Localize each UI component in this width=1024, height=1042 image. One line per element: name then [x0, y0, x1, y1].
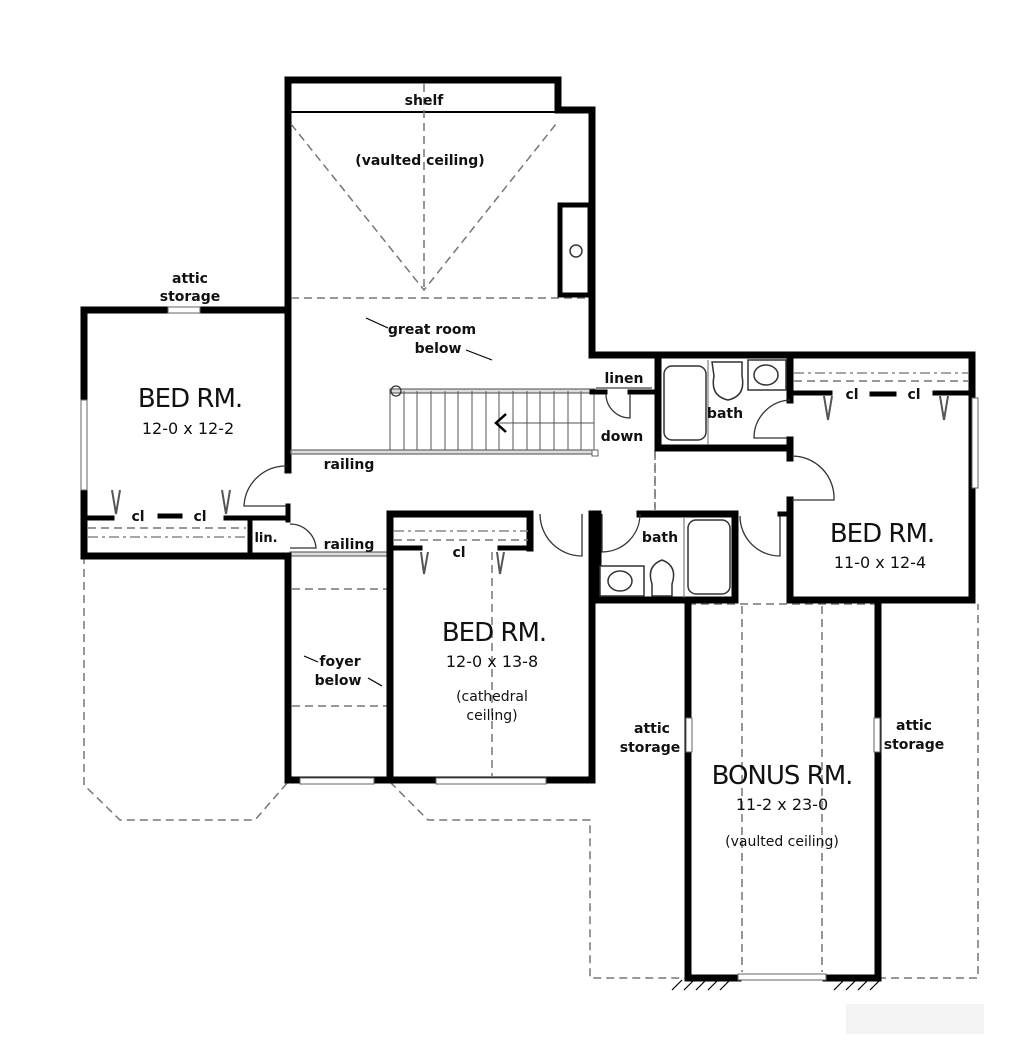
down-label: down: [601, 429, 644, 445]
bonus-rm-ceiling: (vaulted ceiling): [725, 834, 839, 850]
bed-rm-center-walls: [386, 510, 596, 785]
bonus-rm-title: BONUS RM.: [712, 761, 853, 791]
bed-rm-east-walls: [786, 351, 979, 604]
bed-rm-east-dimensions: 11-0 x 12-4: [834, 553, 926, 572]
bed-rm-west-title: BED RM.: [138, 384, 242, 414]
great-room-open-area: [284, 76, 596, 474]
shelf-label: shelf: [405, 93, 445, 109]
stair-direction-arrow-icon: [494, 413, 507, 433]
vaulted-ceiling-label: (vaulted ceiling): [355, 153, 484, 169]
bed-rm-west-walls: [80, 306, 292, 560]
bed-rm-west-closet-left: cl: [131, 509, 144, 525]
bonus-rm-walls: [671, 600, 882, 991]
bed-rm-west-closet-right: cl: [193, 509, 206, 525]
bed-rm-center-ceiling-1: (cathedral: [456, 689, 528, 705]
bed-rm-east-title: BED RM.: [830, 519, 934, 549]
attic-storage-nw-label-2: storage: [160, 289, 221, 305]
attic-storage-w-label-1: attic: [634, 721, 670, 737]
linen-label: linen: [604, 371, 643, 387]
bath-lower: [588, 510, 793, 604]
attic-storage-nw-label-1: attic: [172, 271, 208, 287]
great-room-below-label-1: great room: [388, 322, 476, 338]
bed-rm-center-dimensions: 12-0 x 13-8: [446, 652, 538, 671]
watermark: [846, 1004, 984, 1034]
attic-storage-e-label-2: storage: [884, 737, 945, 753]
great-room-below-label-2: below: [415, 341, 462, 357]
railing-lower-label: railing: [324, 537, 375, 553]
railing-upper-label: railing: [324, 457, 375, 473]
foyer-below-label-2: below: [315, 673, 362, 689]
attic-storage-e-label-1: attic: [896, 718, 932, 734]
bed-rm-east-closet-right: cl: [907, 387, 920, 403]
bed-rm-west-dimensions: 12-0 x 12-2: [142, 419, 234, 438]
bed-rm-center-ceiling-2: ceiling): [466, 708, 517, 724]
foyer-below-label-1: foyer: [319, 654, 360, 670]
bath-upper-label: bath: [707, 406, 743, 422]
bonus-rm-dimensions: 11-2 x 23-0: [736, 795, 828, 814]
bath-upper: [654, 351, 794, 452]
bath-lower-label: bath: [642, 530, 678, 546]
bed-rm-east-closet-left: cl: [845, 387, 858, 403]
bed-rm-center-closet: cl: [452, 545, 465, 561]
lin-label: lin.: [254, 531, 277, 546]
attic-storage-w-label-2: storage: [620, 740, 681, 756]
bed-rm-center-title: BED RM.: [442, 618, 546, 648]
staircase: [290, 385, 599, 457]
